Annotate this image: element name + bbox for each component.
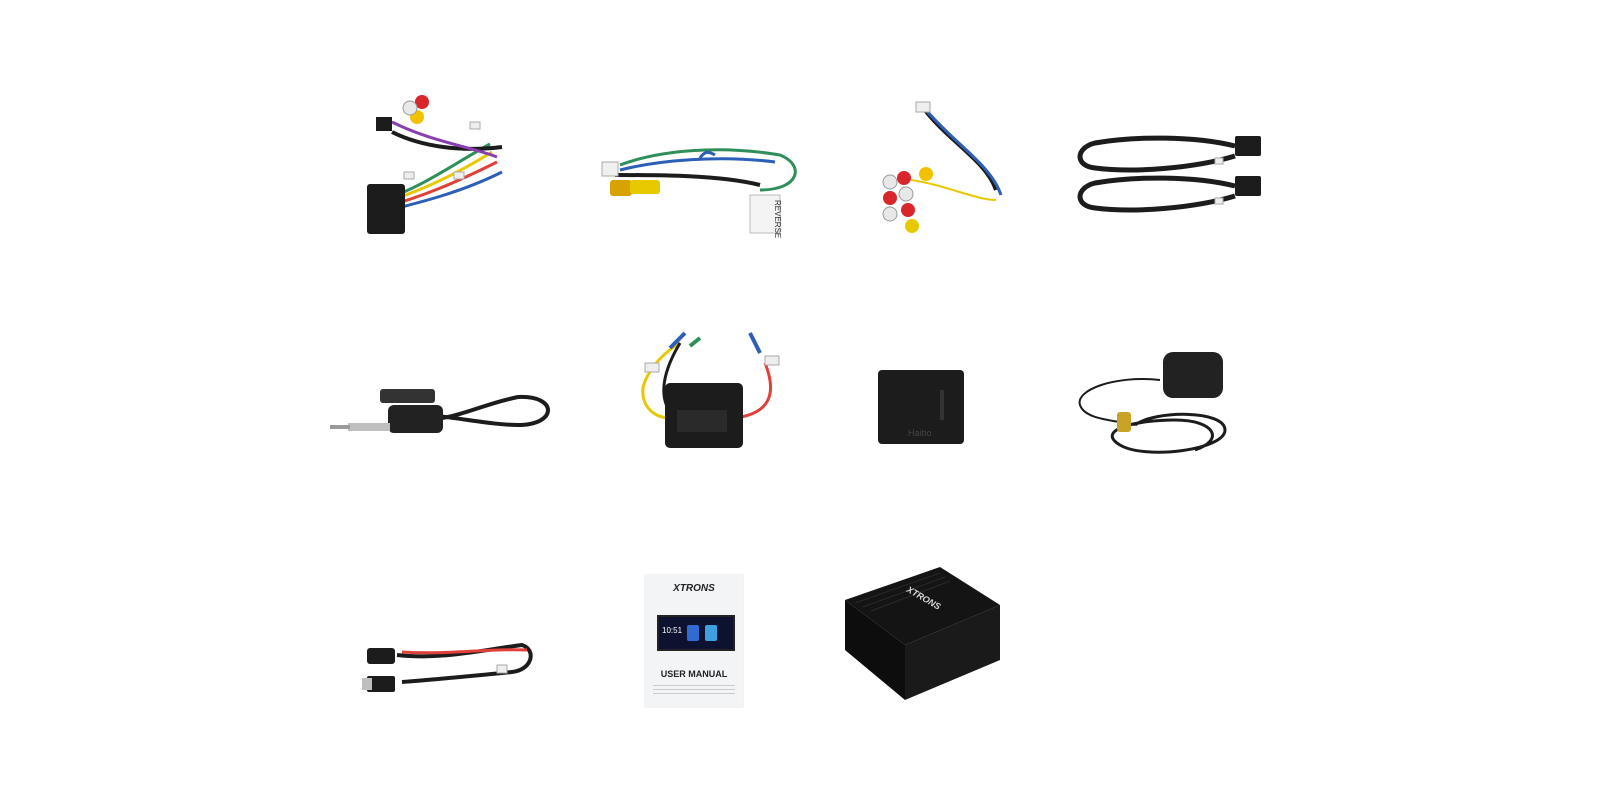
gps-antenna — [1075, 350, 1235, 462]
main-power-harness — [362, 92, 512, 242]
usb-power-cable — [362, 640, 534, 700]
manual-screen-image: 10:51 — [657, 615, 735, 651]
haibo-logo: Haibo — [908, 428, 932, 438]
manual-brand: XTRONS — [673, 583, 715, 594]
product-box: XTRONS — [845, 565, 1000, 705]
manual-fine-print — [653, 685, 735, 697]
user-manual: XTRONS 10:51 USER MANUAL — [645, 575, 743, 707]
manual-clock: 10:51 — [662, 626, 683, 635]
reverse-camera-cable: REVERSE — [600, 140, 810, 238]
manual-screen-icon — [687, 625, 699, 641]
reverse-tag-text: REVERSE — [773, 200, 782, 238]
manual-title: USER MANUAL — [660, 669, 728, 679]
haibo-box-module: Haibo — [878, 370, 966, 446]
canbus-decoder-module — [615, 328, 795, 453]
usb-extension-cables — [1075, 128, 1265, 218]
rca-audio-cable — [876, 100, 1021, 240]
radio-antenna-adapter — [328, 385, 558, 445]
manual-screen-icon-2 — [705, 625, 717, 641]
